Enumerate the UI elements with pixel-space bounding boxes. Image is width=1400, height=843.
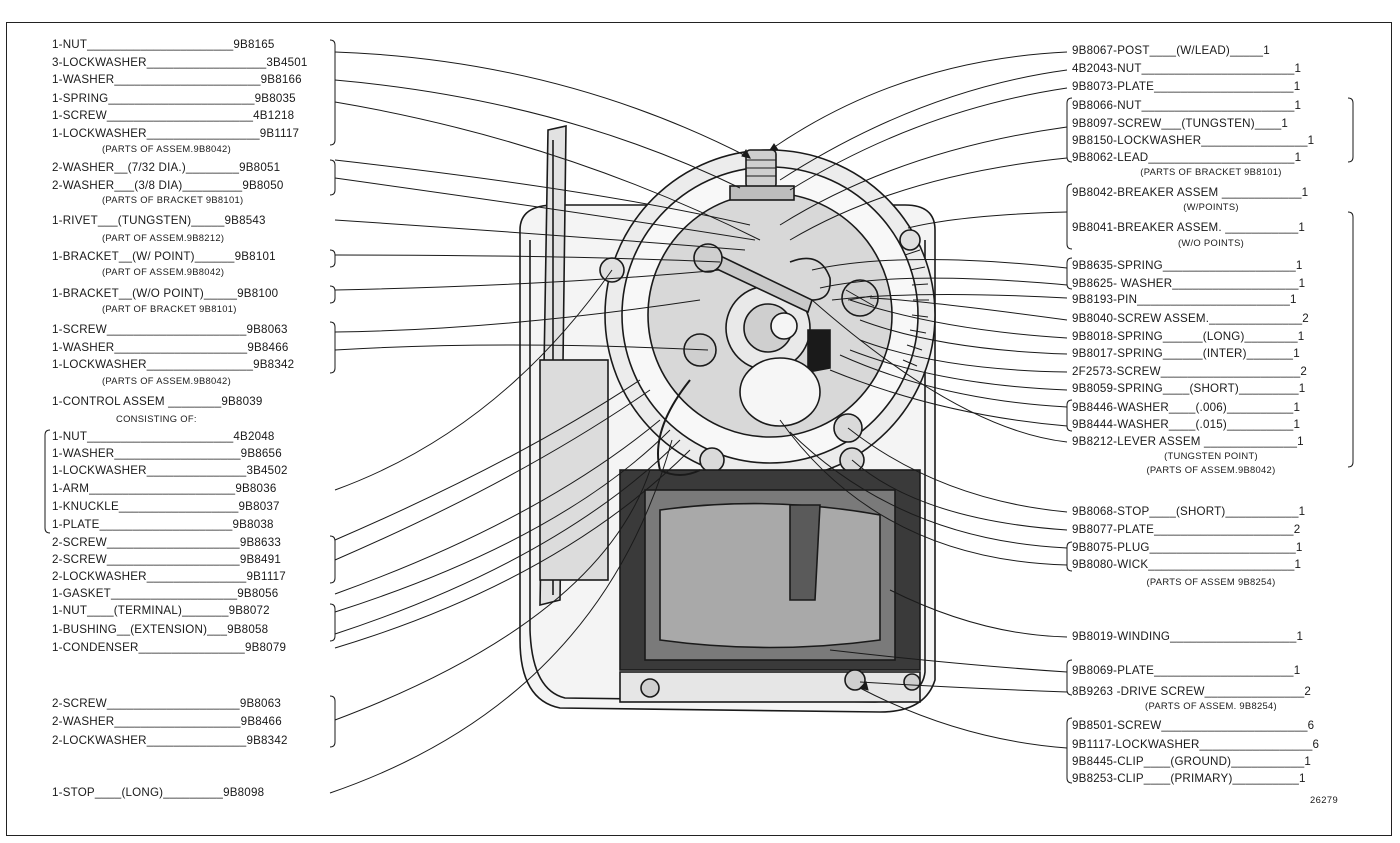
- part-label-washer-9b8051: 2-WASHER__(7/32 DIA.)________9B8051: [52, 161, 281, 174]
- note-with-points: (W/POINTS): [1183, 201, 1239, 212]
- part-label-lockwasher-3b4501: 3-LOCKWASHER__________________3B4501: [52, 56, 308, 69]
- part-label-plate-9b8073: 9B8073-PLATE_____________________1: [1072, 80, 1301, 93]
- part-label-washer-9b8050: 2-WASHER___(3/8 DIA)_________9B8050: [52, 179, 284, 192]
- part-label-lockwasher-9b1117: 1-LOCKWASHER_________________9B1117: [52, 127, 300, 140]
- part-label-screw-9b8501: 9B8501-SCREW______________________6: [1072, 719, 1315, 732]
- part-label-plate-9b8069: 9B8069-PLATE_____________________1: [1072, 664, 1301, 677]
- part-label-spring-9b8035: 1-SPRING______________________9B8035: [52, 92, 296, 105]
- part-label-lever-assem-9b8212: 9B8212-LEVER ASSEM ______________1: [1072, 435, 1304, 448]
- part-label-breaker-assem-9b8042: 9B8042-BREAKER ASSEM ____________1: [1072, 186, 1309, 199]
- part-label-nut-4b2043: 4B2043-NUT_______________________1: [1072, 62, 1302, 75]
- part-label-washer-9b8656: 1-WASHER___________________9B8656: [52, 447, 282, 460]
- note-parts-of-assem-9b8042-right: (PARTS OF ASSEM.9B8042): [1146, 464, 1276, 475]
- part-label-clip-ground-9b8445: 9B8445-CLIP____(GROUND)___________1: [1072, 755, 1312, 768]
- part-label-lead-9b8062: 9B8062-LEAD______________________1: [1072, 151, 1302, 164]
- part-label-washer-9b8444: 9B8444-WASHER____(.015)__________1: [1072, 418, 1301, 431]
- note-parts-of-bracket-9b8101-right: (PARTS OF BRACKET 9B8101): [1140, 166, 1282, 177]
- part-label-screw-9b8633: 2-SCREW____________________9B8633: [52, 536, 281, 549]
- note-parts-of-assem-9b8254: (PARTS OF ASSEM 9B8254): [1146, 576, 1276, 587]
- part-label-breaker-assem-9b8041: 9B8041-BREAKER ASSEM. ___________1: [1072, 221, 1306, 234]
- part-label-bracket-9b8100: 1-BRACKET__(W/O POINT)_____9B8100: [52, 287, 279, 300]
- part-label-screw-9b8063: 1-SCREW_____________________9B8063: [52, 323, 288, 336]
- part-label-spring-short-9b8059: 9B8059-SPRING____(SHORT)_________1: [1072, 382, 1306, 395]
- part-label-knuckle-9b8037: 1-KNUCKLE__________________9B8037: [52, 500, 280, 513]
- part-label-wick-9b8080: 9B8080-WICK______________________1: [1072, 558, 1302, 571]
- part-label-washer-9b8466-2: 2-WASHER___________________9B8466: [52, 715, 282, 728]
- note-parts-of-assem-9b8042: (PARTS OF ASSEM.9B8042): [102, 143, 231, 154]
- part-label-washer-9b8166: 1-WASHER______________________9B8166: [52, 73, 302, 86]
- part-label-nut-9b8066: 9B8066-NUT_______________________1: [1072, 99, 1302, 112]
- part-label-lockwasher-9b1117-right: 9B1117-LOCKWASHER_________________6: [1072, 738, 1320, 751]
- part-label-winding-9b8019: 9B8019-WINDING___________________1: [1072, 630, 1304, 643]
- note-tungsten-point: (TUNGSTEN POINT): [1164, 450, 1258, 461]
- figure-number: 26279: [1310, 794, 1339, 805]
- part-label-nut-4b2048: 1-NUT______________________4B2048: [52, 430, 275, 443]
- part-label-plate-9b8038: 1-PLATE____________________9B8038: [52, 518, 274, 531]
- part-label-spring-long-9b8018: 9B8018-SPRING______(LONG)________1: [1072, 330, 1305, 343]
- note-parts-of-assem-9b8042-2: (PARTS OF ASSEM.9B8042): [102, 375, 231, 386]
- part-label-pin-9b8193: 9B8193-PIN_______________________1: [1072, 293, 1297, 306]
- part-label-nut-9b8165: 1-NUT______________________9B8165: [52, 38, 275, 51]
- part-label-stop-9b8098: 1-STOP____(LONG)_________9B8098: [52, 786, 265, 799]
- note-part-of-assem-9b8212: (PART OF ASSEM.9B8212): [102, 232, 225, 243]
- part-label-arm-9b8036: 1-ARM______________________9B8036: [52, 482, 277, 495]
- part-label-stop-short-9b8068: 9B8068-STOP____(SHORT)___________1: [1072, 505, 1306, 518]
- part-label-condenser-9b8079: 1-CONDENSER________________9B8079: [52, 641, 287, 654]
- note-consisting-of: CONSISTING OF:: [116, 413, 197, 424]
- part-label-spring-inter-9b8017: 9B8017-SPRING______(INTER)_______1: [1072, 347, 1300, 360]
- part-label-spring-9b8635: 9B8635-SPRING____________________1: [1072, 259, 1303, 272]
- figure-frame: [6, 22, 1392, 836]
- part-label-lockwasher-9b8342-2: 2-LOCKWASHER_______________9B8342: [52, 734, 288, 747]
- part-label-drive-screw-8b9263: 8B9263 -DRIVE SCREW_______________2: [1072, 685, 1312, 698]
- part-label-screw-9b8491: 2-SCREW____________________9B8491: [52, 553, 281, 566]
- part-label-screw-2f2573: 2F2573-SCREW_____________________2: [1072, 365, 1307, 378]
- part-label-lockwasher-9b1117-2: 2-LOCKWASHER_______________9B1117: [52, 570, 286, 583]
- part-label-plug-9b8075: 9B8075-PLUG______________________1: [1072, 541, 1303, 554]
- note-without-points: (W/O POINTS): [1177, 237, 1245, 248]
- part-label-screw-4b1218: 1-SCREW______________________4B1218: [52, 109, 295, 122]
- part-label-plate-9b8077: 9B8077-PLATE_____________________2: [1072, 523, 1301, 536]
- part-label-washer-9b8625: 9B8625- WASHER___________________1: [1072, 277, 1306, 290]
- part-label-screw-9b8097: 9B8097-SCREW___(TUNGSTEN)____1: [1072, 117, 1289, 130]
- note-part-of-assem-9b8042: (PART OF ASSEM.9B8042): [102, 266, 225, 277]
- part-label-bushing-9b8058: 1-BUSHING__(EXTENSION)___9B8058: [52, 623, 269, 636]
- note-parts-of-assem-9b8254-2: (PARTS OF ASSEM. 9B8254): [1145, 700, 1277, 711]
- part-label-screw-assem-9b8040: 9B8040-SCREW ASSEM.______________2: [1072, 312, 1309, 325]
- part-label-washer-9b8446: 9B8446-WASHER____(.006)__________1: [1072, 401, 1301, 414]
- part-label-lockwasher-9b8150: 9B8150-LOCKWASHER________________1: [1072, 134, 1315, 147]
- part-label-nut-9b8072: 1-NUT____(TERMINAL)_______9B8072: [52, 604, 270, 617]
- part-label-clip-primary-9b8253: 9B8253-CLIP____(PRIMARY)__________1: [1072, 772, 1306, 785]
- part-label-post-9b8067: 9B8067-POST____(W/LEAD)_____1: [1072, 44, 1270, 57]
- part-label-washer-9b8466: 1-WASHER____________________9B8466: [52, 341, 289, 354]
- part-label-rivet-9b8543: 1-RIVET___(TUNGSTEN)_____9B8543: [52, 214, 266, 227]
- part-label-control-assem-9b8039: 1-CONTROL ASSEM ________9B8039: [52, 395, 263, 408]
- part-label-lockwasher-3b4502: 1-LOCKWASHER_______________3B4502: [52, 464, 288, 477]
- part-label-gasket-9b8056: 1-GASKET___________________9B8056: [52, 587, 279, 600]
- note-parts-of-bracket-9b8101: (PARTS OF BRACKET 9B8101): [102, 194, 244, 205]
- part-label-lockwasher-9b8342: 1-LOCKWASHER________________9B8342: [52, 358, 295, 371]
- note-part-of-bracket-9b8101: (PART OF BRACKET 9B8101): [102, 303, 237, 314]
- part-label-bracket-9b8101: 1-BRACKET__(W/ POINT)______9B8101: [52, 250, 276, 263]
- part-label-screw-9b8063-2: 2-SCREW____________________9B8063: [52, 697, 281, 710]
